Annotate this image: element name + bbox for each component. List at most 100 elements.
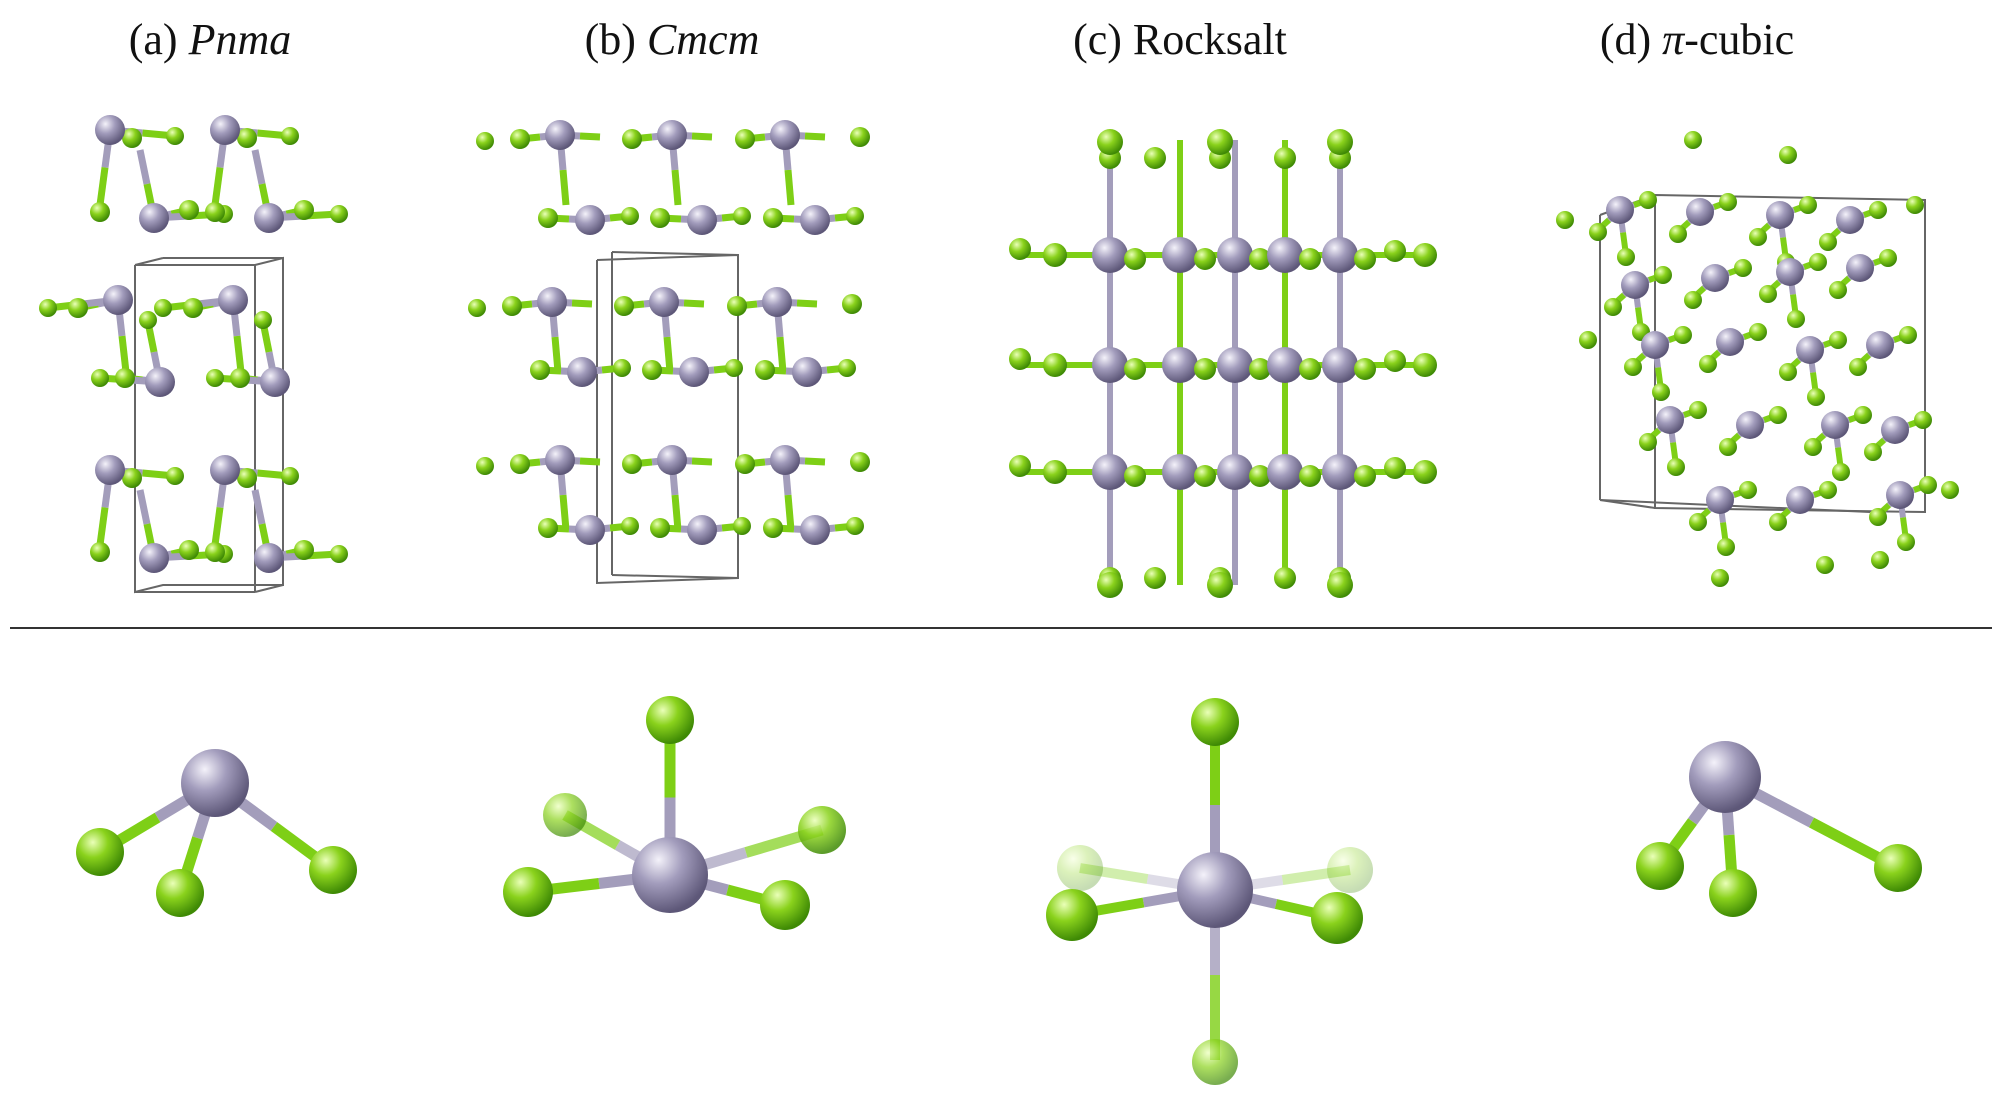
anion-atom [205,202,225,222]
cation-atom [1177,852,1253,928]
anion-atom [1124,248,1146,270]
atom-layer [39,115,1959,1085]
anion-atom [1194,358,1216,380]
cation-atom [1656,406,1684,434]
anion-atom [179,200,199,220]
panel-a-tag: (a) [128,15,178,64]
anion-atom [1669,225,1687,243]
anion-atom [1327,129,1353,155]
anion-atom [476,132,494,150]
anion-atom [1097,572,1123,598]
anion-atom [1384,457,1406,479]
anion-atom [1384,350,1406,372]
bond-half [579,457,601,466]
anion-atom [510,129,530,149]
cation-atom [139,543,169,573]
anion-atom [1249,248,1271,270]
anion-atom [1906,196,1924,214]
anion-atom [115,368,135,388]
anion-atom [139,311,157,329]
anion-atom [205,542,225,562]
cation-atom [1686,198,1714,226]
bond-half [683,299,705,308]
unit-cell-cmcm-edge [611,574,739,579]
anion-atom [156,869,204,917]
anion-atom [846,207,864,225]
anion-atom [1667,458,1685,476]
anion-atom [1684,291,1702,309]
cation-atom [1606,196,1634,224]
anion-atom [798,806,846,854]
cation-atom [800,205,830,235]
anion-atom [166,127,184,145]
anion-atom [1299,465,1321,487]
anion-atom [1871,551,1889,569]
bond-half [96,167,109,206]
anion-atom [1819,481,1837,499]
anion-atom [1717,538,1735,556]
bond-half [804,132,826,141]
anion-atom [1207,129,1233,155]
anion-atom [1654,266,1672,284]
anion-atom [1604,298,1622,316]
unit-cell-pi-cubic [1654,194,1926,514]
anion-atom [642,360,662,380]
anion-atom [294,200,314,220]
cation-atom [575,515,605,545]
anion-atom [330,205,348,223]
anion-atom [1689,401,1707,419]
anion-atom [1327,572,1353,598]
anion-atom [1124,358,1146,380]
cation-atom [1701,264,1729,292]
anion-atom [154,299,172,317]
bond-half [211,507,224,546]
anion-atom [1864,443,1882,461]
bond-half [251,149,266,185]
anion-atom [538,208,558,228]
bond-half [96,507,109,546]
anion-atom [1009,348,1031,370]
bond-half [559,494,570,531]
cation-atom [537,287,567,317]
panel-label-c: (c) Rocksalt [1073,14,1287,65]
anion-atom [1897,533,1915,551]
anion-atom [1556,211,1574,229]
cation-atom [1866,331,1894,359]
bond-half [776,336,787,373]
cation-atom [1322,454,1358,490]
bond-half [784,494,795,531]
anion-atom [476,457,494,475]
cation-atom [260,367,290,397]
anion-atom [309,846,357,894]
cation-atom [687,515,717,545]
anion-atom [1674,326,1692,344]
cation-atom [657,120,687,150]
cation-atom [145,367,175,397]
anion-atom [1749,228,1767,246]
anion-atom [1879,249,1897,267]
anion-atom [735,129,755,149]
anion-atom [621,517,639,535]
bond-half [804,457,826,466]
anion-atom [1809,253,1827,271]
anion-atom [1249,358,1271,380]
anion-atom [1589,223,1607,241]
cation-atom [1621,271,1649,299]
anion-atom [1249,465,1271,487]
anion-atom [1413,243,1437,267]
cation-atom [679,357,709,387]
cation-atom [567,357,597,387]
anion-atom [294,540,314,560]
anion-atom [281,467,299,485]
anion-atom [1579,331,1597,349]
anion-atom [1854,406,1872,424]
anion-atom [1639,433,1657,451]
cation-atom [545,445,575,475]
bond-half [571,299,593,308]
cation-atom [1267,347,1303,383]
anion-atom [1769,406,1787,424]
anion-atom [1734,259,1752,277]
anion-atom [733,207,751,225]
cation-atom [762,287,792,317]
bond-half [671,169,682,206]
